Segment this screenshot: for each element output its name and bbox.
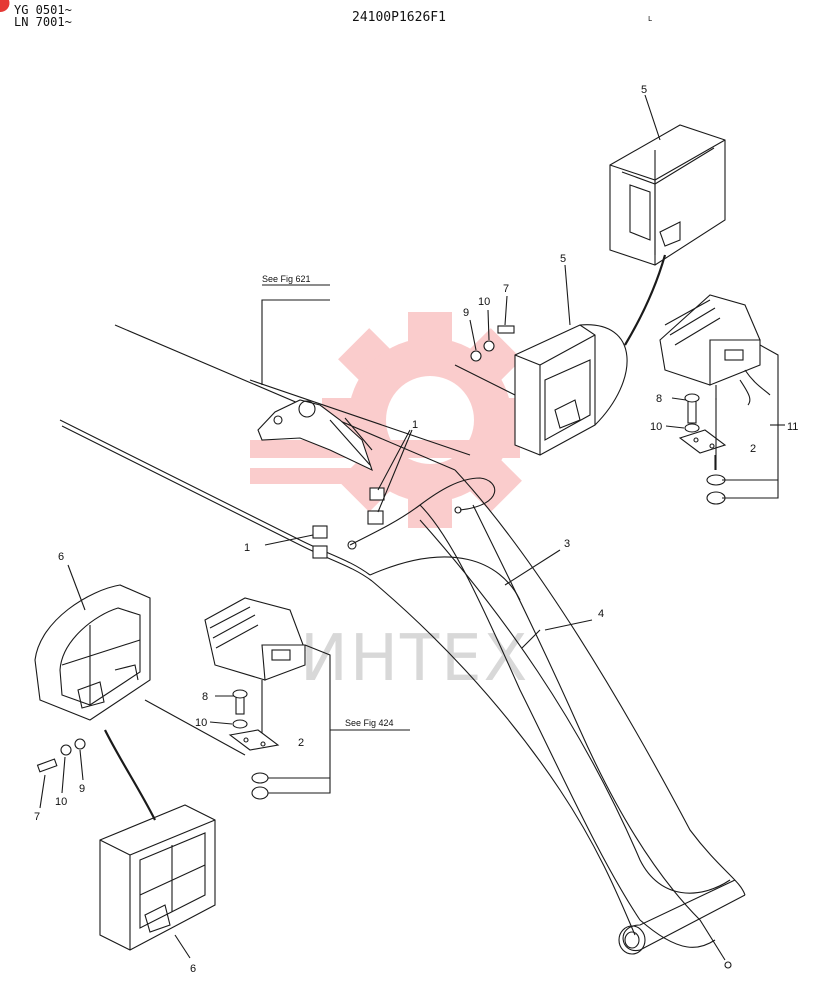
callout-5-a: 5 [641, 84, 647, 96]
ref-see-fig-621: See Fig 621 [262, 274, 311, 284]
callout-10-b: 10 [650, 421, 662, 433]
wire-harness [347, 477, 732, 969]
callout-6-b: 6 [190, 963, 196, 975]
callout-7-a: 7 [503, 283, 509, 295]
ref-see-fig-424: See Fig 424 [345, 718, 394, 728]
serial-range-2: LN 7001~ [14, 15, 72, 29]
callout-8-b: 8 [202, 691, 208, 703]
lamp-guard-upper-right [609, 124, 726, 266]
lamp-guard-middle [514, 254, 667, 456]
boom-outline [59, 324, 746, 955]
callout-9-b: 9 [79, 783, 85, 795]
callout-10-a: 10 [478, 296, 490, 308]
serial-range-1: YG 0501~ [14, 3, 72, 17]
hardware-left [36, 644, 331, 800]
callout-8-a: 8 [656, 393, 662, 405]
callout-1-b: 1 [244, 542, 250, 554]
callout-3: 3 [564, 538, 570, 550]
callout-4: 4 [598, 608, 604, 620]
callout-2-b: 2 [298, 737, 304, 749]
callout-9-a: 9 [463, 307, 469, 319]
lamp-guard-left-upper [34, 584, 151, 721]
drawing-number: 24100P1626F1 [352, 10, 446, 25]
lamp-guard-left-lower [99, 729, 216, 951]
rubber-blocks [312, 487, 385, 559]
work-lamp-left [204, 597, 306, 740]
callout-10-d: 10 [55, 796, 67, 808]
leader-lines [67, 94, 785, 959]
corner-mark: L [648, 15, 653, 23]
callout-1-a: 1 [412, 419, 418, 431]
watermark-logo-icon [250, 312, 538, 528]
callout-10-c: 10 [195, 717, 207, 729]
watermark-text: ИНТЕХ [300, 622, 529, 696]
work-lamp-upper-right [659, 294, 771, 406]
hardware-right [454, 325, 779, 505]
corner-badge-icon [0, 0, 10, 13]
callout-5-b: 5 [560, 253, 566, 265]
callout-7-b: 7 [34, 811, 40, 823]
callout-ticks [39, 295, 687, 809]
callout-2-a: 2 [750, 443, 756, 455]
callout-6-a: 6 [58, 551, 64, 563]
boom-bracket [257, 299, 373, 472]
callout-11: 11 [787, 421, 798, 433]
